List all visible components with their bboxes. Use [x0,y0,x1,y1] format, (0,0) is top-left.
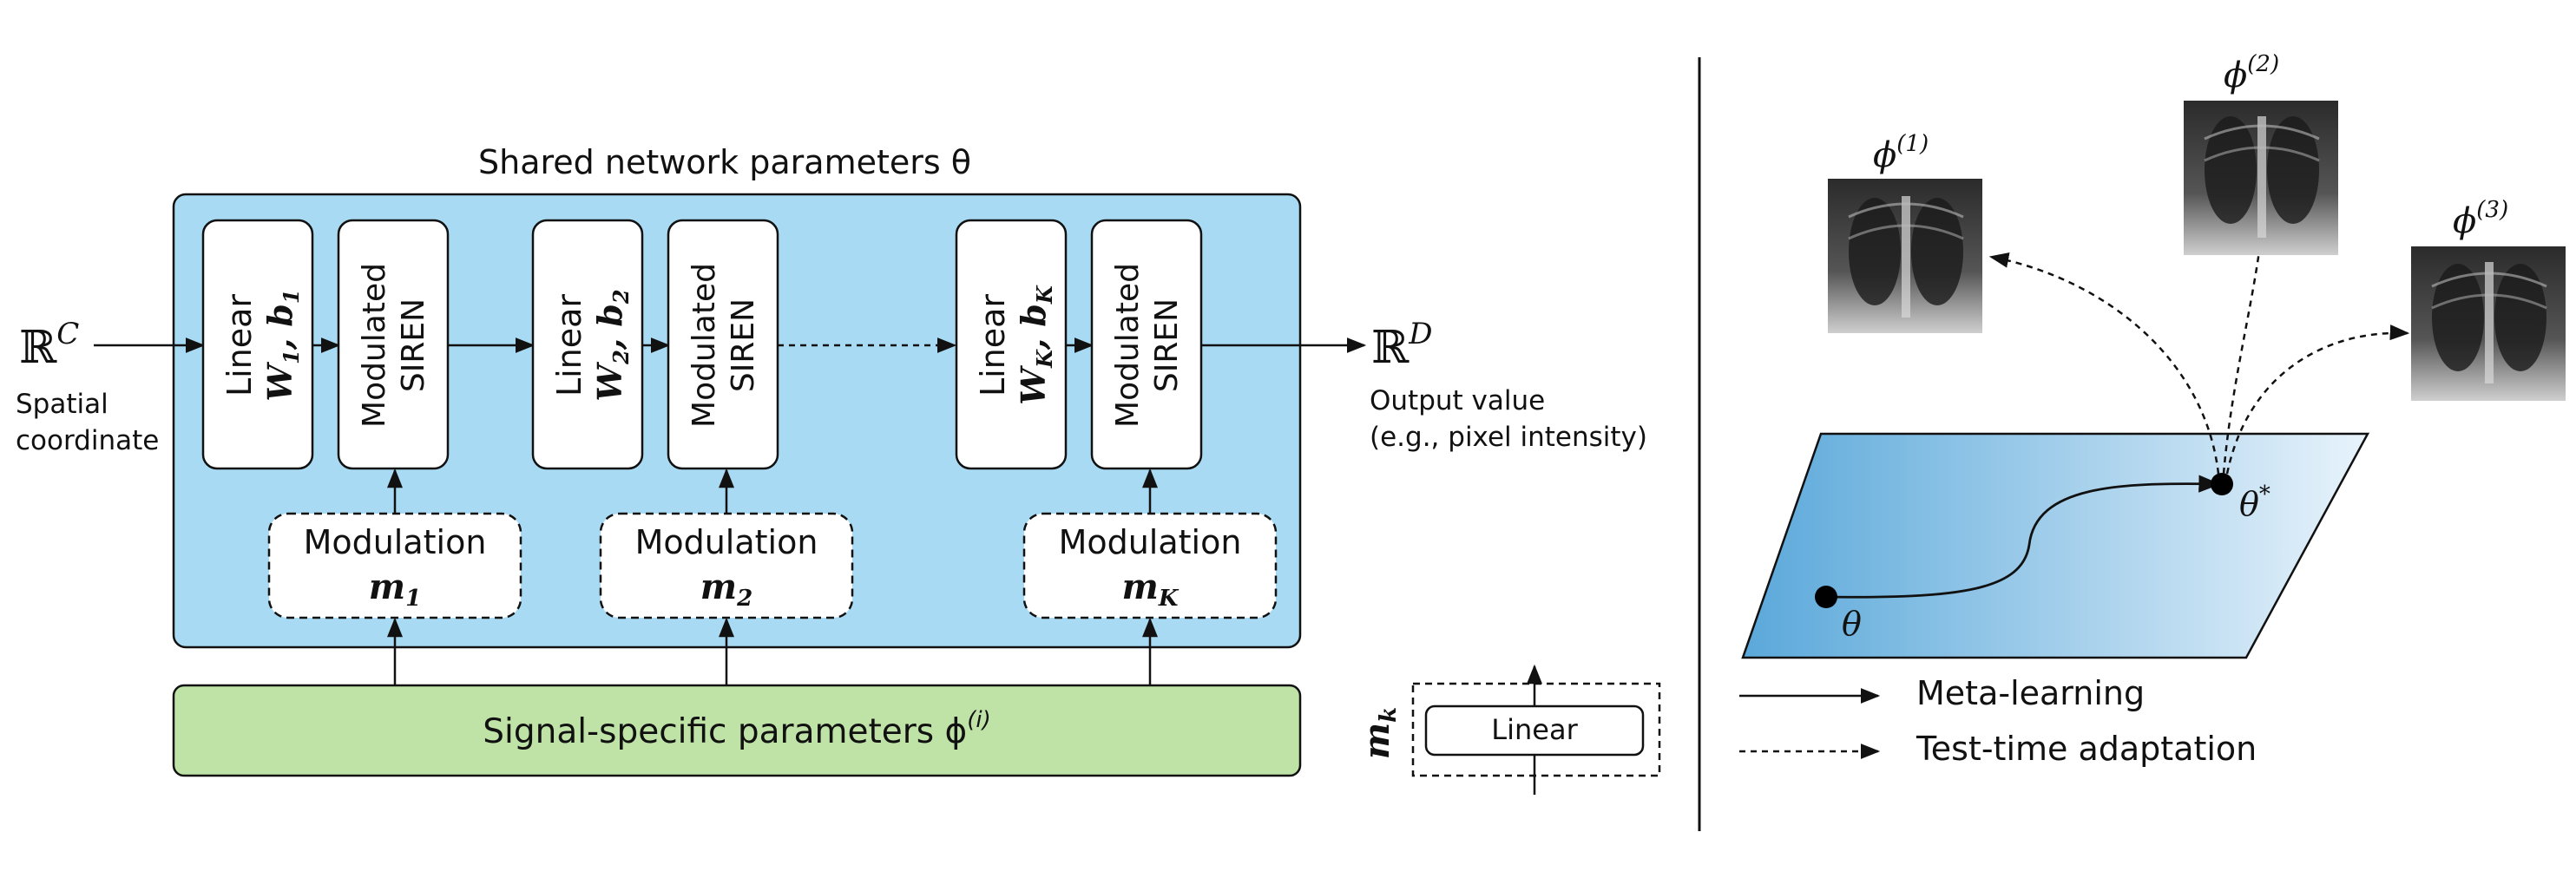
linear-layer-label: Linear [974,294,1012,396]
modulation-label: Modulation [1059,523,1242,561]
adaptation-arrow-1 [1988,252,2220,475]
output-caption-2: (e.g., pixel intensity) [1370,422,1647,453]
modulation-detail-linear-label: Linear [1491,713,1578,746]
siren-layer-label: Modulated [1110,263,1146,428]
layer-block-1: Linear W1, b1 Modulated SIREN Modulation… [201,219,522,685]
legend-meta-learning: Meta-learning [1916,674,2145,712]
parameter-space-plane [1741,432,2370,659]
linear-layer-params: W2, b2 [590,289,634,401]
theta-star-label: θ* [2239,482,2270,523]
linear-layer-label: Linear [220,294,259,396]
siren-layer-label-2: SIREN [726,298,761,392]
siren-layer-box [667,219,779,470]
input-caption: Spatial [16,389,108,420]
legend: Meta-learning Test-time adaptation [1739,674,2257,768]
architecture-panel: Shared network parameters θ ℝC Spatial c… [16,143,1661,795]
theta-label: θ [1842,605,1862,643]
adaptation-arrow-2 [2222,209,2270,475]
signal-params-label: Signal-specific parameters ϕ(i) [483,707,990,751]
siren-layer-label-2: SIREN [396,298,431,392]
siren-layer-label-2: SIREN [1149,298,1185,392]
siren-layer-label: Modulated [357,263,392,428]
theta-star-point [2211,473,2233,495]
siren-layer-label: Modulated [687,263,722,428]
linear-layer-params: WK, bK [1014,285,1057,405]
linear-layer-label: Linear [550,294,588,396]
phi-label-2: ϕ(2) [2224,51,2279,95]
modulation-label: Modulation [304,523,487,561]
layer-block-k: Linear WK, bK Modulated SIREN Modulation… [955,219,1278,685]
linear-layer-box [531,219,644,470]
modulation-detail-linear-box [1424,704,1645,757]
shared-network-title: Shared network parameters θ [478,143,971,181]
signal-params-box [172,684,1302,777]
linear-layer-box [201,219,314,470]
xray-image-1 [1828,179,1982,333]
theta-point [1815,586,1837,608]
meta-learning-path [1825,475,2221,599]
siren-layer-box [1090,219,1203,470]
phi-label-1: ϕ(1) [1873,131,1929,175]
modulation-label: Modulation [635,523,818,561]
modulation-symbol: m2 [700,567,752,612]
linear-layer-params: W1, b1 [260,289,304,401]
layer-block-2: Linear W2, b2 Modulated SIREN Modulation… [531,219,854,685]
adaptation-arrow-3 [2225,324,2410,475]
output-caption: Output value [1370,385,1545,416]
input-caption-2: coordinate [16,425,159,456]
modulation-detail-symbol: mk [1357,707,1402,759]
linear-layer-box [955,219,1068,470]
phi-label-3: ϕ(3) [2453,197,2508,241]
input-space-symbol: ℝC [19,317,79,374]
siren-layer-box [337,219,450,470]
xray-image-3 [2411,246,2566,401]
xray-image-2 [2184,101,2338,255]
modulation-symbol: mK [1122,567,1180,612]
meta-learning-panel: θ θ* [1739,51,2566,768]
modulation-detail-inset: mk Linear [1357,664,1661,795]
legend-test-time-adaptation: Test-time adaptation [1916,730,2257,768]
modulation-symbol: m1 [369,567,421,612]
output-space-symbol: ℝD [1371,317,1432,374]
